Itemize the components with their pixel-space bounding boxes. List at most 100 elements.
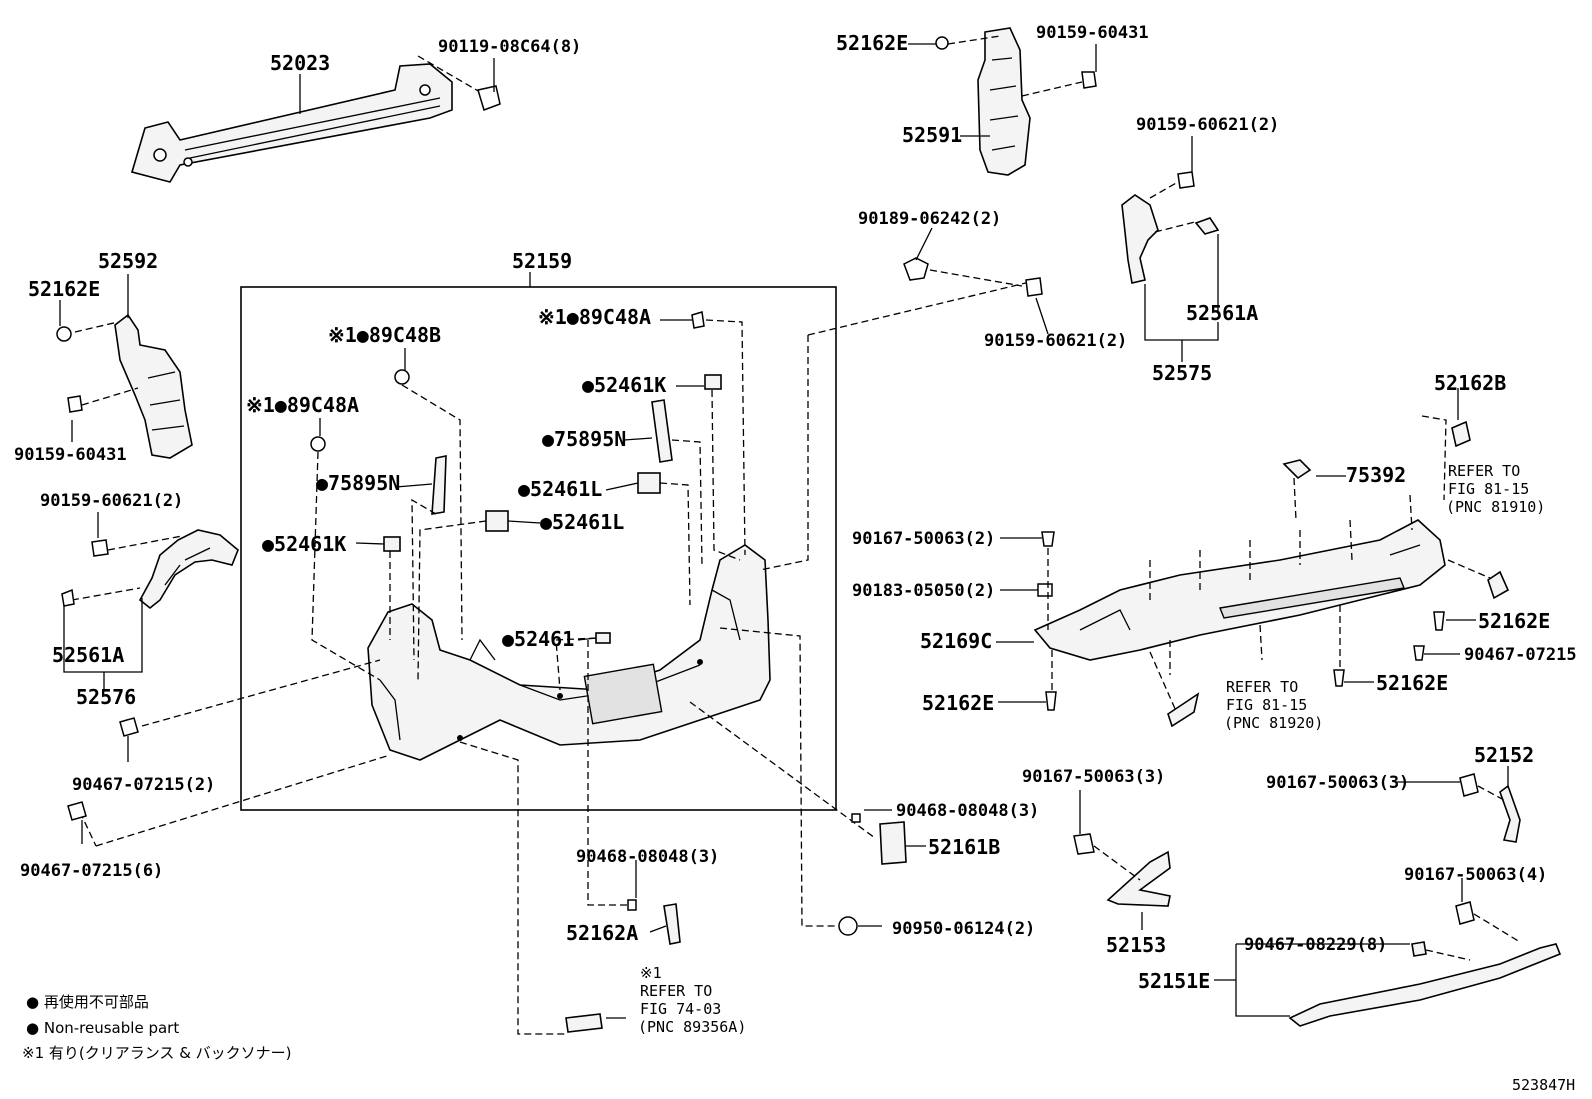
label-90159-60431-top: 90159-60431 <box>1036 23 1149 43</box>
part-52169C-spoiler-drawing <box>1033 519 1446 661</box>
label-90159-60621-left: 90159-60621(2) <box>40 491 183 511</box>
part-52151E-trim-drawing <box>1288 943 1562 1027</box>
label-52561A-left: 52561A <box>52 643 124 667</box>
part-89356A-icon <box>565 1013 603 1033</box>
label-52159: 52159 <box>512 249 572 273</box>
label-90167-50063-3a: 90167-50063(3) <box>1022 767 1165 787</box>
label-90950-06124: 90950-06124(2) <box>892 919 1035 939</box>
label-75895N-left: ●75895N <box>316 471 400 495</box>
tape-75895N-right-icon <box>651 399 673 463</box>
label-89C48A-left: ※1●89C48A <box>246 393 359 417</box>
clip-90467-07215-r-icon <box>1413 645 1425 661</box>
bolt-90167-50063-3b-icon <box>1459 773 1479 797</box>
refer-89356A-line3: (PNC 89356A) <box>638 1018 746 1036</box>
part-52576-bracket-drawing <box>138 529 239 610</box>
pad-52461-icon <box>595 632 611 644</box>
label-90467-07215-right: 90467-07215 <box>1464 645 1577 665</box>
nut-90468-08048-bottom-icon <box>627 899 637 911</box>
bumper-group-frame <box>240 286 837 811</box>
refer-81910-line3: (PNC 81910) <box>1446 498 1545 516</box>
part-52162A-icon <box>663 903 681 945</box>
label-52575: 52575 <box>1152 361 1212 385</box>
part-81910-icon <box>1487 570 1510 600</box>
label-89C48B: ※1●89C48B <box>328 323 441 347</box>
nut-90183-05050-icon <box>1037 583 1053 597</box>
bolt-90167-50063-2-icon <box>1041 531 1055 547</box>
label-52461L-mid: ●52461L <box>540 510 624 534</box>
refer-81920-line1: REFER TO <box>1226 678 1298 696</box>
label-90468-08048-bottom: 90468-08048(3) <box>576 847 719 867</box>
pad-52461K-right-icon <box>704 374 722 390</box>
refer-81920-line2: FIG 81-15 <box>1226 696 1307 714</box>
part-81920-icon <box>1167 692 1200 728</box>
label-52162E-bottom: 52162E <box>922 691 994 715</box>
bolt-90159-60621-mid-icon <box>1025 277 1043 297</box>
part-52162B-icon <box>1451 420 1471 448</box>
pad-52461L-right-icon <box>637 472 661 494</box>
label-52162A: 52162A <box>566 921 638 945</box>
clip-52162E-r2-icon <box>1333 669 1345 687</box>
refer-81910-line2: FIG 81-15 <box>1448 480 1529 498</box>
clip-89C48B-icon <box>394 369 410 385</box>
part-52023-reinforcement-drawing <box>130 63 453 183</box>
refer-89356A-line1: REFER TO <box>640 982 712 1000</box>
bolt-90467-07215-2-icon <box>119 717 139 737</box>
label-75895N-right: ●75895N <box>542 427 626 451</box>
figure-id: 523847H <box>1512 1076 1575 1094</box>
part-75392-icon <box>1282 459 1312 480</box>
refer-81920-line3: (PNC 81920) <box>1224 714 1323 732</box>
part-52161B-icon <box>879 821 907 865</box>
part-52159-bumper-cover-drawing <box>367 544 771 761</box>
label-52461: ●52461 <box>502 627 574 651</box>
part-52591-bracket-drawing <box>977 27 1031 176</box>
label-89C48A-top: ※1●89C48A <box>538 305 651 329</box>
label-90167-50063-3b: 90167-50063(3) <box>1266 773 1409 793</box>
nut-90468-08048-right-icon <box>851 813 861 823</box>
label-52162E-right1: 52162E <box>1478 609 1550 633</box>
label-52151E: 52151E <box>1138 969 1210 993</box>
label-90468-08048-right: 90468-08048(3) <box>896 801 1039 821</box>
label-52162E-right2: 52162E <box>1376 671 1448 695</box>
label-52162E-left: 52162E <box>28 277 100 301</box>
clip-89C48A-top-icon <box>691 311 705 329</box>
part-52152-trim-drawing <box>1499 784 1521 843</box>
bolt-90167-50063-3a-icon <box>1073 833 1095 855</box>
label-90189-06242: 90189-06242(2) <box>858 209 1001 229</box>
label-90467-07215-6: 90467-07215(6) <box>20 861 163 881</box>
clip-90189-06242-icon <box>903 257 929 281</box>
pad-52461L-mid-icon <box>485 510 509 532</box>
label-90167-50063-4: 90167-50063(4) <box>1404 865 1547 885</box>
clip-52162E-r1-icon <box>1433 611 1445 631</box>
label-52461K-left: ●52461K <box>262 532 346 556</box>
label-52162E-top: 52162E <box>836 31 908 55</box>
part-52592-bracket-drawing <box>114 313 193 459</box>
label-90467-08229: 90467-08229(8) <box>1244 935 1387 955</box>
label-52592: 52592 <box>98 249 158 273</box>
label-52461K-right: ●52461K <box>582 373 666 397</box>
refer-89356A-line2: FIG 74-03 <box>640 1000 721 1018</box>
label-90183-05050: 90183-05050(2) <box>852 581 995 601</box>
legend-nonreusable-en: ● Non-reusable part <box>26 1019 179 1037</box>
label-52152: 52152 <box>1474 743 1534 767</box>
part-52575-bracket-drawing <box>1121 194 1220 284</box>
pad-52461K-left-icon <box>383 536 401 552</box>
label-90159-60621-mid: 90159-60621(2) <box>984 331 1127 351</box>
label-90159-60431-left: 90159-60431 <box>14 445 127 465</box>
refer-81910-line1: REFER TO <box>1448 462 1520 480</box>
label-52561A-right: 52561A <box>1186 301 1258 325</box>
label-52162B: 52162B <box>1434 371 1506 395</box>
label-52461L-right: ●52461L <box>518 477 602 501</box>
label-52153: 52153 <box>1106 933 1166 957</box>
clip-89C48A-left-icon <box>310 436 326 452</box>
label-90159-60621-top-right: 90159-60621(2) <box>1136 115 1279 135</box>
bolt-90467-07215-6-icon <box>67 801 87 821</box>
label-90119-08C64: 90119-08C64(8) <box>438 37 581 57</box>
label-90167-50063-2: 90167-50063(2) <box>852 529 995 549</box>
tape-75895N-left-icon <box>431 455 447 515</box>
label-52161B: 52161B <box>928 835 1000 859</box>
label-52576: 52576 <box>76 685 136 709</box>
label-52591: 52591 <box>902 123 962 147</box>
label-52023: 52023 <box>270 51 330 75</box>
part-90950-06124-icon <box>838 916 858 936</box>
label-52169C: 52169C <box>920 629 992 653</box>
